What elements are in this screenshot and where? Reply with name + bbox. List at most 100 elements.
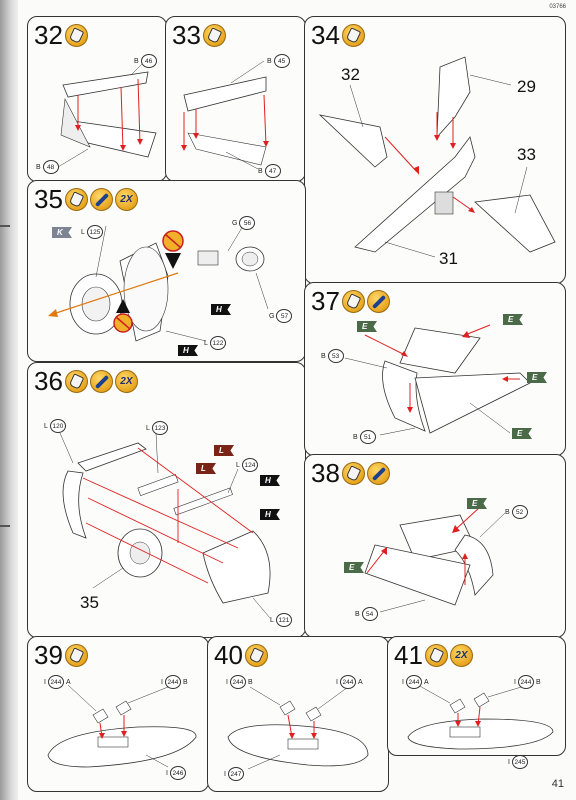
repeat-2x-icon: 2X (449, 643, 473, 667)
step-number: 35 (34, 184, 63, 214)
paint-brush-icon (89, 369, 113, 393)
repeat-2x-icon: 2X (114, 187, 138, 211)
step-41-drawing (407, 684, 554, 750)
page-number: 41 (551, 778, 564, 790)
step-35-header: 35 2X (34, 185, 138, 213)
step-36-header: 36 2X (34, 367, 138, 395)
step-number: 39 (34, 640, 63, 670)
glue-tube-icon (64, 23, 88, 47)
part-label-33: 33 (517, 145, 536, 164)
paint-flag-E: E (357, 321, 377, 332)
paint-flag-E: E (344, 562, 364, 573)
step-number: 32 (34, 20, 63, 50)
sub-assembly-label-35: 35 (80, 593, 99, 612)
step-32-drawing (57, 61, 157, 168)
kit-code: 03766 (549, 4, 566, 10)
paint-flag-K: K (52, 227, 72, 238)
step-41-header: 41 2X (394, 641, 473, 669)
step-36-drawing (59, 432, 271, 619)
paint-flag-H: H (178, 345, 198, 356)
spine-mark (0, 225, 10, 227)
paint-flag-L: L (196, 463, 216, 474)
step-38-header: 38 (311, 459, 390, 487)
step-34-drawing (318, 56, 556, 258)
step-number: 33 (172, 20, 201, 50)
step-33-header: 33 (172, 21, 226, 49)
paint-flag-E: E (512, 428, 532, 439)
step-number: 36 (34, 366, 63, 396)
step-40-drawing (227, 686, 369, 770)
glue-tube-icon (341, 23, 365, 47)
glue-tube-icon (64, 187, 88, 211)
paint-brush-icon (89, 187, 113, 211)
glue-tube-icon (424, 643, 448, 667)
step-32-header: 32 (34, 21, 88, 49)
part-label-31: 31 (439, 249, 458, 268)
paint-flag-L: L (214, 445, 234, 456)
step-37-drawing (344, 324, 531, 436)
step-number: 40 (214, 640, 243, 670)
spine-mark (0, 525, 10, 527)
part-label-32: 32 (341, 65, 360, 84)
paint-flag-E: E (527, 372, 547, 383)
step-39-drawing (47, 684, 197, 768)
step-40-header: 40 (214, 641, 268, 669)
glue-tube-icon (64, 643, 88, 667)
glue-tube-icon (341, 461, 365, 485)
step-number: 34 (311, 20, 340, 50)
step-38-drawing (364, 506, 506, 613)
step-34-panel: 34 32 29 33 31 (304, 16, 566, 284)
glue-tube-icon (64, 369, 88, 393)
glue-tube-icon (341, 289, 365, 313)
step-number: 37 (311, 286, 340, 316)
step-34-header: 34 (311, 21, 365, 49)
paint-flag-E: E (503, 314, 523, 325)
paint-flag-H: H (260, 475, 280, 486)
paint-flag-H: H (211, 304, 231, 315)
paint-flag-H: H (260, 509, 280, 520)
step-37-header: 37 (311, 287, 390, 315)
repeat-2x-icon: 2X (114, 369, 138, 393)
step-35-drawing (48, 225, 269, 342)
step-number: 41 (394, 640, 423, 670)
binding-spine (0, 0, 18, 800)
step-number: 38 (311, 458, 340, 488)
step-39-header: 39 (34, 641, 88, 669)
paint-flag-E: E (467, 498, 487, 509)
glue-tube-icon (244, 643, 268, 667)
part-label-29: 29 (517, 77, 536, 96)
glue-tube-icon (202, 23, 226, 47)
